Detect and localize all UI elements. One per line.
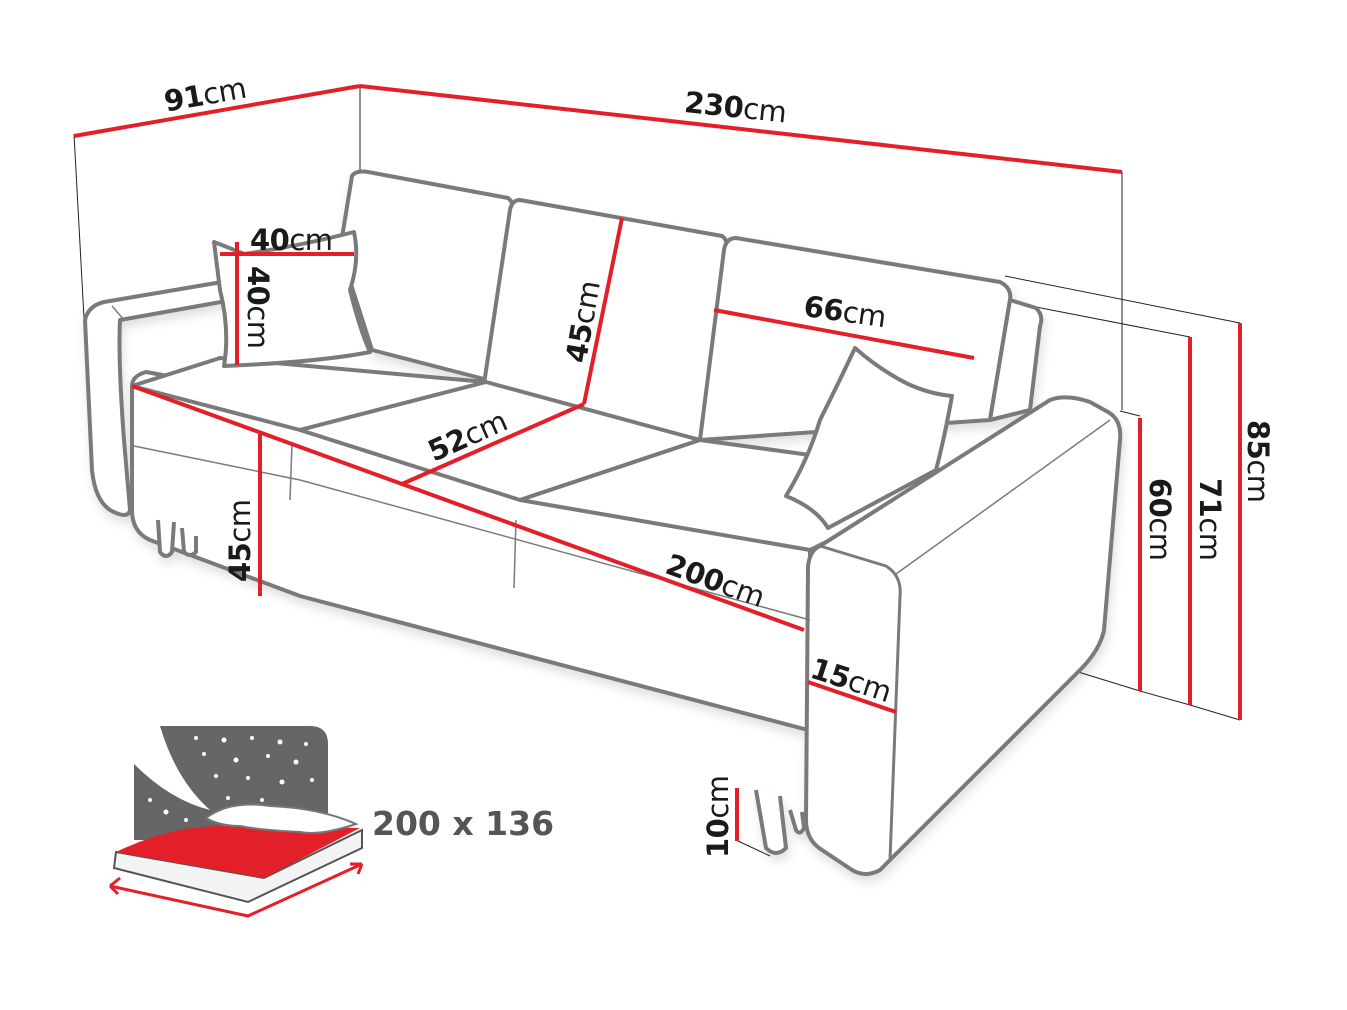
- depth-value: 91: [161, 78, 207, 119]
- back-cushion-width-unit: cm: [840, 294, 889, 335]
- guide-lines: [73, 86, 1241, 857]
- seat-height-label: 45cm: [223, 499, 257, 582]
- width-unit: cm: [741, 91, 789, 130]
- pillow-width-value: 40: [250, 223, 290, 257]
- sofa-outline: [83, 169, 1123, 876]
- total-height-unit: cm: [1241, 459, 1275, 503]
- leg-height-value: 10: [701, 818, 735, 858]
- seat-detail-lines: [111, 305, 811, 621]
- dimension-lines: [73, 84, 1242, 841]
- back-height-label: 71cm: [1193, 478, 1227, 561]
- back-cushion-width-value: 66: [801, 289, 846, 329]
- pillow-height-label: 40cm: [241, 266, 275, 349]
- seat-height-value: 45: [223, 542, 257, 582]
- pillow-width-unit: cm: [289, 223, 333, 257]
- pillow-height-unit: cm: [241, 305, 275, 349]
- leg-height-label: 10cm: [701, 775, 735, 858]
- total-height-value: 85: [1241, 420, 1275, 460]
- armrest-height-label: 60cm: [1143, 478, 1177, 561]
- pillows: [212, 230, 954, 530]
- back-height-unit: cm: [1193, 517, 1227, 561]
- backrest-height-value: 45: [559, 320, 600, 366]
- pillow-height-value: 40: [241, 266, 275, 306]
- armrest-height-value: 60: [1143, 478, 1177, 518]
- sleeping-area-label: 200 x 136: [372, 804, 555, 843]
- width-value: 230: [682, 85, 746, 126]
- pillow-width-label: 40cm: [250, 226, 333, 255]
- back-height-value: 71: [1193, 478, 1227, 518]
- armrest-height-unit: cm: [1143, 517, 1177, 561]
- total-height-label: 85cm: [1241, 420, 1275, 503]
- leg-height-unit: cm: [701, 775, 735, 819]
- seat-height-unit: cm: [223, 499, 257, 543]
- bed-night-icon: [108, 726, 364, 918]
